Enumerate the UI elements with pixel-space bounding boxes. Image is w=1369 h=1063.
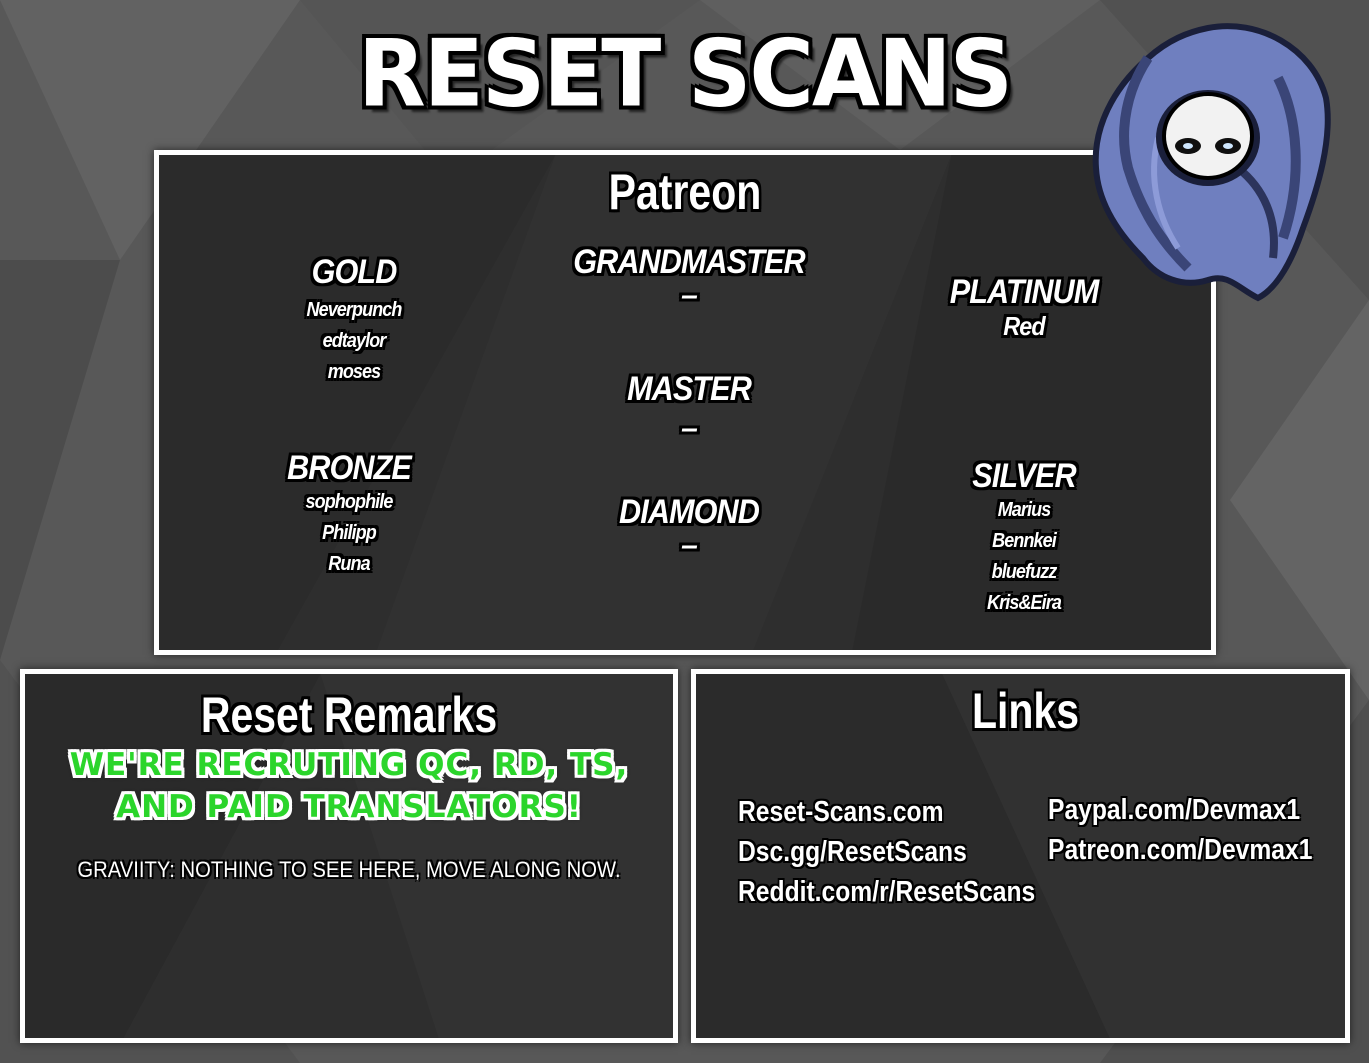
tier-platinum-label: PLATINUM [949, 273, 1100, 311]
tier-silver-member: Marius [997, 499, 1052, 521]
tier-grandmaster-label: GRANDMASTER [573, 243, 805, 281]
panel-texture [696, 674, 1345, 1038]
tier-diamond-member: – [681, 529, 698, 562]
links-panel: Links Reset-Scans.com Dsc.gg/ResetScans … [691, 669, 1350, 1043]
panel-texture [159, 155, 1211, 650]
recruit-line: WE'RE RECRUTING QC, RD, TS, [69, 747, 629, 783]
tier-gold: GOLD Neverpunch edtaylor moses [259, 253, 449, 388]
tier-silver-member: Kris&Eira [987, 592, 1062, 614]
tier-bronze-member: sophophile [305, 491, 393, 513]
links-title: Links [971, 683, 1080, 739]
patreon-title: Patreon [608, 164, 762, 220]
hooded-masked-mascot-icon [1092, 23, 1331, 302]
tier-master-member: – [681, 412, 698, 445]
patreon-panel: Patreon GOLD Neverpunch edtaylor moses G… [154, 150, 1216, 655]
tier-gold-member: edtaylor [322, 330, 387, 352]
tier-silver-member: bluefuzz [991, 561, 1058, 583]
link-discord[interactable]: Dsc.gg/ResetScans [738, 836, 967, 868]
link-paypal[interactable]: Paypal.com/Devmax1 [1048, 794, 1301, 826]
recruit-line: AND PAID TRANSLATORS! [116, 789, 582, 825]
tier-silver: SILVER Marius Bennkei bluefuzz Kris&Eira [929, 457, 1119, 619]
link-reddit[interactable]: Reddit.com/r/ResetScans [738, 876, 1036, 908]
link-reset-scans[interactable]: Reset-Scans.com [738, 796, 944, 828]
remark-note: GRAVIITY: NOTHING TO SEE HERE, MOVE ALON… [77, 857, 621, 882]
tier-master: MASTER – [589, 370, 789, 444]
tier-gold-member: Neverpunch [306, 299, 402, 321]
tier-silver-label: SILVER [972, 457, 1076, 495]
tier-grandmaster: GRANDMASTER – [539, 243, 839, 311]
recruit-banner: WE'RE RECRUTING QC, RD, TS, AND PAID TRA… [25, 744, 673, 828]
tier-master-label: MASTER [627, 370, 752, 408]
links-left-column: Reset-Scans.com Dsc.gg/ResetScans Reddit… [738, 792, 1035, 912]
remarks-panel: Reset Remarks WE'RE RECRUTING QC, RD, TS… [20, 669, 678, 1043]
tier-gold-member: moses [327, 361, 381, 383]
tier-bronze-member: Runa [328, 553, 370, 575]
link-patreon[interactable]: Patreon.com/Devmax1 [1048, 834, 1313, 866]
tier-silver-member: Bennkei [992, 530, 1057, 552]
tier-diamond-label: DIAMOND [619, 493, 760, 531]
tier-bronze: BRONZE sophophile Philipp Runa [254, 449, 444, 580]
tier-grandmaster-member: – [681, 279, 698, 312]
site-title: RESET SCANS [357, 19, 1013, 128]
tier-bronze-member: Philipp [322, 522, 377, 544]
tier-platinum-member: Red [1003, 311, 1045, 341]
panel-texture [25, 674, 673, 1038]
remarks-title: Reset Remarks [200, 687, 498, 743]
tier-bronze-label: BRONZE [287, 449, 412, 487]
tier-gold-label: GOLD [311, 253, 398, 291]
links-right-column: Paypal.com/Devmax1 Patreon.com/Devmax1 [1048, 790, 1312, 870]
tier-diamond: DIAMOND – [589, 493, 789, 561]
tier-platinum: PLATINUM Red [929, 273, 1119, 342]
